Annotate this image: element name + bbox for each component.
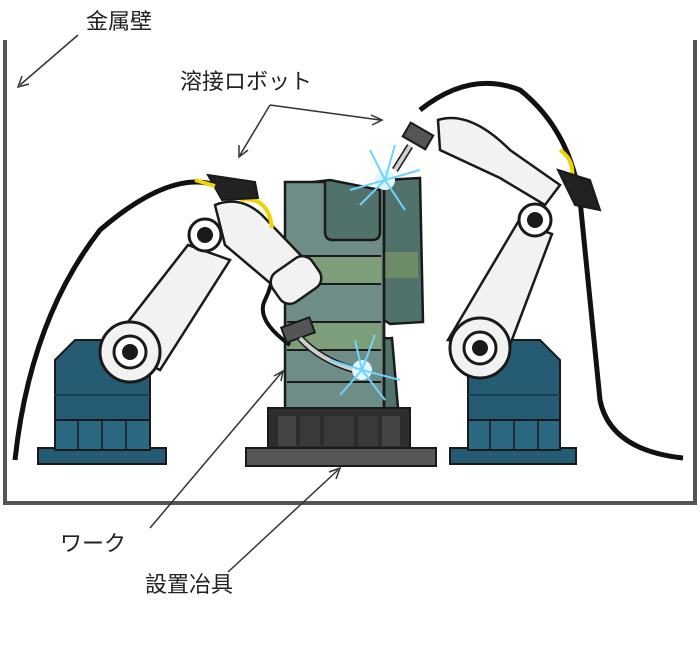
right-welding-robot: [395, 83, 683, 464]
fixture: [246, 408, 436, 466]
label-metal-wall: 金属壁: [86, 12, 152, 34]
label-fixture: 設置冶具: [145, 575, 233, 597]
label-workpiece: ワーク: [60, 534, 126, 556]
label-welding-robot: 溶接ロボット: [180, 72, 312, 94]
